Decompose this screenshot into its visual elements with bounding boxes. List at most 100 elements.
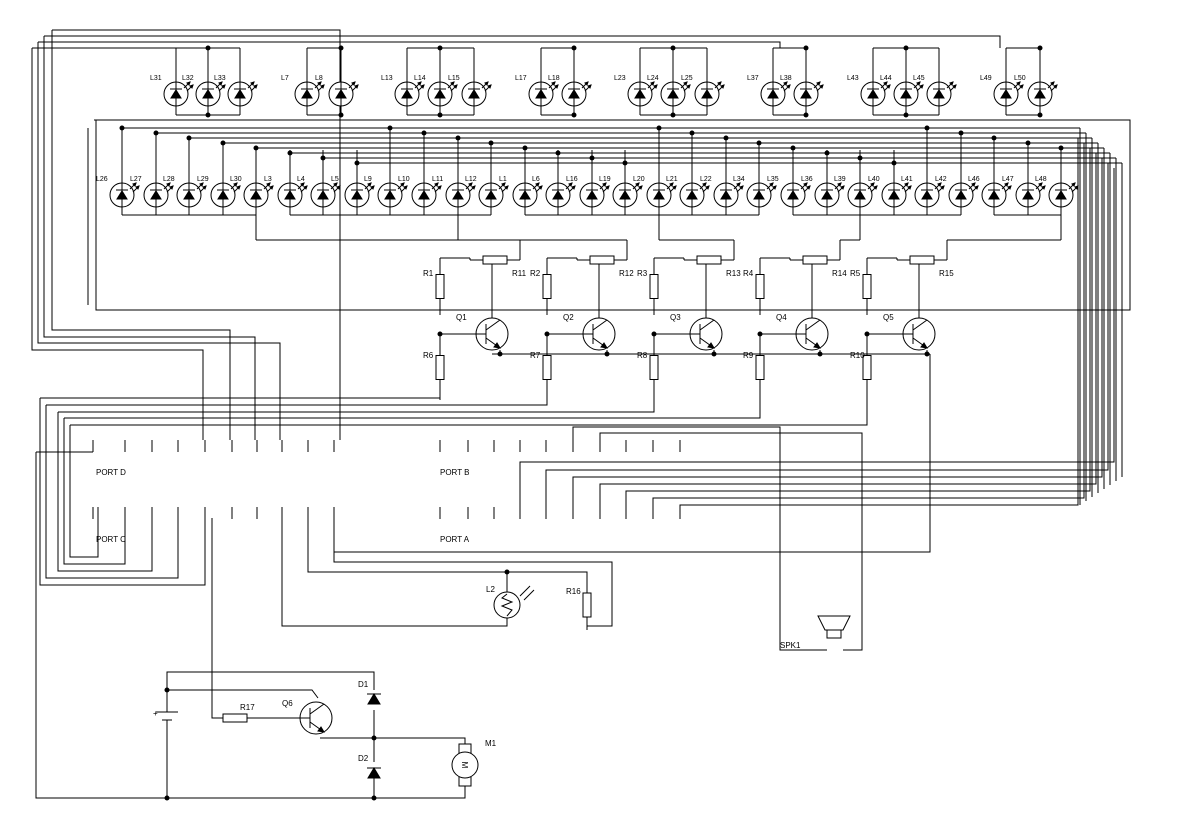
resistor-series-1	[577, 255, 627, 265]
junction-dot	[387, 125, 393, 131]
led-arrow-head	[501, 182, 506, 187]
led-mid-9	[411, 182, 442, 208]
port-wire	[679, 138, 1079, 507]
transistor-collector	[912, 319, 928, 331]
led-mid-5	[277, 182, 308, 208]
led-top-1-1	[328, 81, 359, 107]
junction-dot	[1058, 145, 1064, 151]
led-label-mid-20: L35	[767, 176, 779, 183]
junction-dot	[153, 130, 159, 136]
junction-dot	[437, 112, 443, 118]
transistor-emitter-arrow	[317, 726, 325, 733]
led-arrow-head	[186, 81, 191, 86]
motor-label: M1	[485, 739, 497, 748]
speaker	[817, 615, 851, 639]
led-label-top-5-1: L38	[780, 75, 792, 82]
junction-dot	[371, 795, 377, 801]
led-arrow-head	[571, 185, 576, 190]
junction-dot	[903, 45, 909, 51]
resistor-label-top-3: R4	[743, 269, 754, 278]
frame-wire	[51, 30, 231, 440]
led-arrow-head	[1041, 185, 1046, 190]
resistor-top-1	[542, 258, 552, 315]
led-top-0-0	[163, 81, 194, 107]
led-top-3-0	[528, 81, 559, 107]
frame-wire	[31, 48, 204, 440]
resistor-body	[649, 355, 659, 380]
port-wire	[599, 153, 1097, 507]
led-mid-27	[1015, 182, 1046, 208]
frame-wire	[40, 385, 441, 399]
led-mid-18	[713, 182, 744, 208]
resistor-body	[435, 274, 445, 299]
junction-dot	[205, 112, 211, 118]
led-top-4-0	[627, 81, 658, 107]
resistor-label-top-0: R1	[423, 269, 434, 278]
resistor-top-3	[755, 258, 765, 315]
led-arrow-head	[336, 185, 341, 190]
transistor-label-q-1: Q2	[563, 313, 574, 322]
led-label-top-6-1: L44	[880, 75, 892, 82]
junction-dot	[455, 135, 461, 141]
led-label-mid-16: L20	[633, 176, 645, 183]
led-arrow-head	[420, 84, 425, 89]
led-mid-10	[445, 182, 476, 208]
junction-dot	[924, 125, 930, 131]
transistor-q-0	[475, 317, 509, 351]
motor-wire	[166, 720, 375, 799]
resistor-series-2	[684, 255, 734, 265]
led-arrow-head	[236, 185, 241, 190]
battery-plus-sign: +	[153, 709, 158, 718]
led-arrow-head	[587, 84, 592, 89]
frame-wire	[63, 418, 126, 565]
led-label-mid-19: L34	[733, 176, 745, 183]
speaker-magnet	[826, 629, 842, 639]
led-label-mid-0: L26	[96, 176, 108, 183]
led-arrow-head	[266, 182, 271, 187]
led-arrow-head	[907, 185, 912, 190]
ldr-label: L2	[486, 585, 495, 594]
led-label-top-4-1: L24	[647, 75, 659, 82]
led-arrow-head	[937, 182, 942, 187]
led-label-top-5-0: L37	[747, 75, 759, 82]
led-label-mid-2: L28	[163, 176, 175, 183]
junction-dot	[756, 140, 762, 146]
led-arrow-head	[870, 182, 875, 187]
frame-wire	[52, 29, 341, 440]
junction-dot	[803, 112, 809, 118]
led-arrow-head	[554, 84, 559, 89]
transistor-emitter-arrow	[707, 342, 715, 349]
transistor-collector	[592, 319, 608, 331]
led-arrow-head	[221, 84, 226, 89]
speaker-label: SPK1	[780, 641, 801, 650]
motor	[451, 743, 479, 787]
resistor-body	[542, 355, 552, 380]
resistor-label-bot-3: R9	[743, 351, 754, 360]
led-arrow-head	[218, 81, 223, 86]
led-arrow-head	[1050, 81, 1055, 86]
led-arrow-head	[132, 182, 137, 187]
transistor-collector	[485, 319, 501, 331]
led-label-top-0-1: L32	[182, 75, 194, 82]
led-arrow-head	[568, 182, 573, 187]
junction-dot	[522, 145, 528, 151]
resistor-body	[862, 274, 872, 299]
led-arrow-head	[367, 182, 372, 187]
transistor-q6	[299, 701, 333, 735]
led-top-6-2	[926, 81, 957, 107]
transistor-emitter-arrow	[813, 342, 821, 349]
transistor-q-3	[795, 317, 829, 351]
resistor-body	[696, 255, 722, 265]
resistor-label-bot-1: R7	[530, 351, 541, 360]
led-arrow-head	[672, 185, 677, 190]
motor-symbol: M	[460, 762, 469, 769]
led-arrow-head	[686, 84, 691, 89]
motor-wire	[211, 518, 220, 719]
resistor-label-bot-2: R8	[637, 351, 648, 360]
battery	[156, 690, 178, 721]
led-arrow-head	[538, 185, 543, 190]
led-arrow-head	[635, 182, 640, 187]
junction-dot	[186, 135, 192, 141]
led-top-2-0	[394, 81, 425, 107]
junction-dot	[205, 45, 211, 51]
